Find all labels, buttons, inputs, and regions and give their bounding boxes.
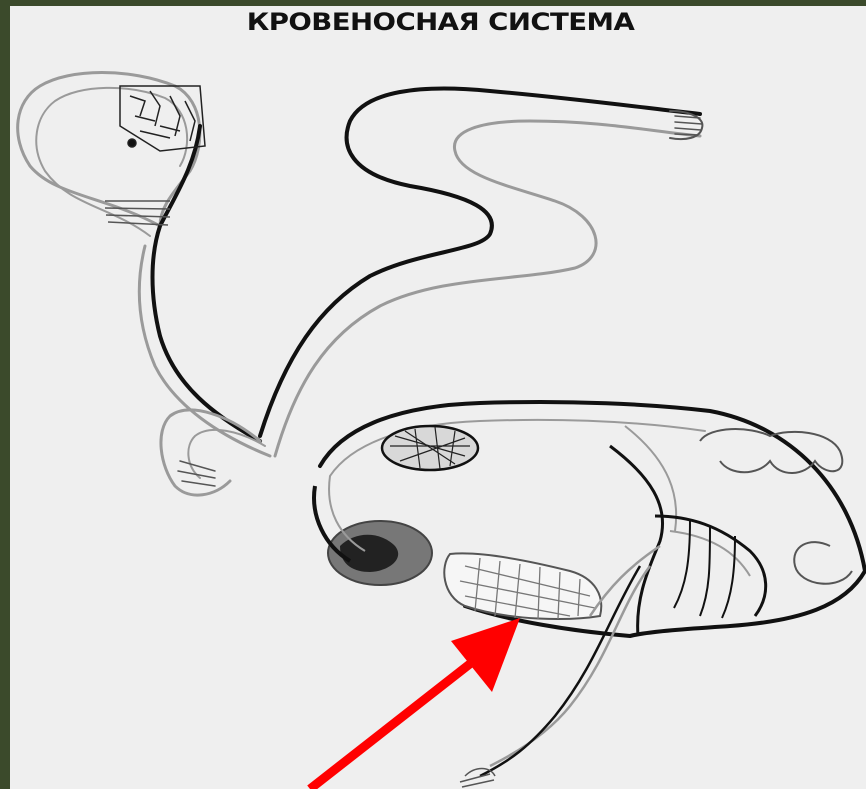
pointer-arrow — [310, 618, 520, 789]
intestine-vessel-loop — [260, 89, 702, 456]
diagram-canvas: КРОВЕНОСНАЯ СИСТЕМА — [10, 6, 866, 789]
heart — [314, 476, 432, 585]
organ-net-top — [382, 426, 478, 470]
head-vessel-loop — [18, 73, 270, 457]
small-left-loop — [161, 410, 265, 495]
head-capillary-net — [120, 86, 205, 151]
circulatory-system-diagram — [10, 6, 866, 789]
organ-net-bottom — [444, 553, 601, 619]
